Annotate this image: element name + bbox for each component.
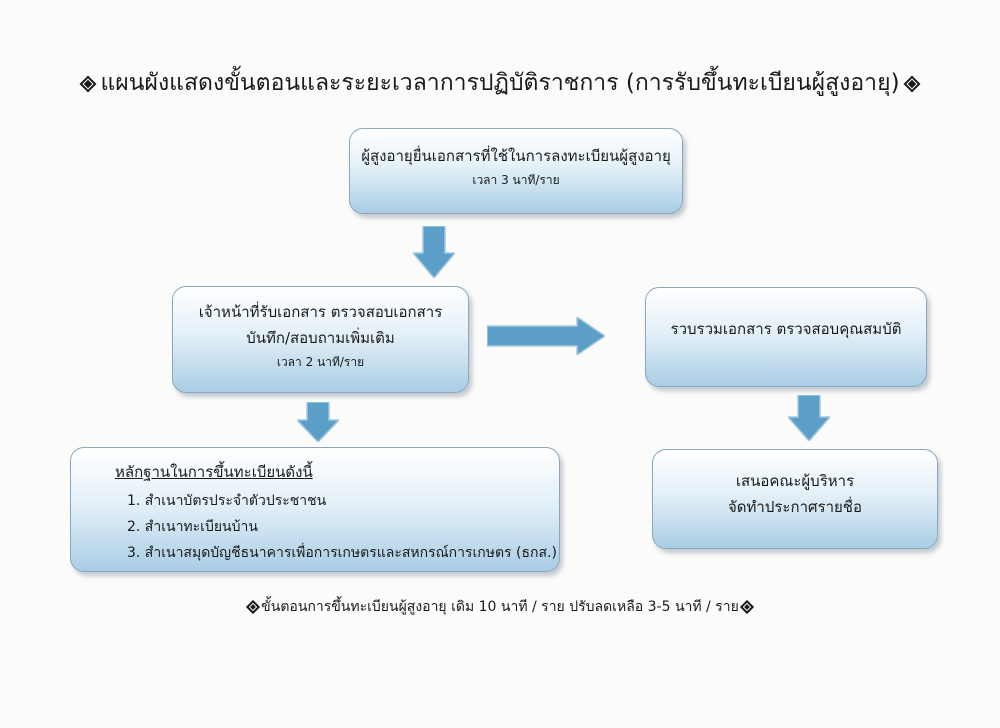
- footer-note: ขั้นตอนการขึ้นทะเบียนผู้สูงอายุ เดิม 10 …: [100, 596, 900, 618]
- step-collect-text: รวบรวมเอกสาร ตรวจสอบคุณสมบัติ: [670, 320, 902, 338]
- step-officer-line2: บันทึก/สอบถามเพิ่มเติม: [246, 329, 395, 347]
- step-officer-check: เจ้าหน้าที่รับเอกสาร ตรวจสอบเอกสาร บันทึ…: [172, 286, 469, 393]
- step-propose-line1: เสนอคณะผู้บริหาร: [735, 472, 855, 490]
- evidence-title: หลักฐานในการขึ้นทะเบียนดังนี้: [115, 463, 313, 481]
- diamond-icon: [741, 601, 753, 613]
- step-submit-documents: ผู้สูงอายุยื่นเอกสารที่ใช้ในการลงทะเบียน…: [349, 128, 683, 214]
- step-submit-time: เวลา 3 นาที/ราย: [472, 173, 560, 187]
- evidence-item: 1. สำเนาบัตรประจำตัวประชาชน: [127, 493, 327, 509]
- arrow-down-icon: [413, 226, 455, 278]
- evidence-list-box: หลักฐานในการขึ้นทะเบียนดังนี้ 1. สำเนาบั…: [70, 447, 560, 572]
- step-propose-line2: จัดทำประกาศรายชื่อ: [728, 498, 862, 516]
- diamond-icon: [247, 601, 259, 613]
- footer-text: ขั้นตอนการขึ้นทะเบียนผู้สูงอายุ เดิม 10 …: [261, 599, 739, 615]
- step-propose-announce: เสนอคณะผู้บริหาร จัดทำประกาศรายชื่อ: [652, 449, 938, 549]
- arrow-right-icon: [487, 317, 605, 355]
- page-title: แผนผังแสดงขั้นตอนและระยะเวลาการปฏิบัติรา…: [60, 66, 940, 100]
- page-title-text: แผนผังแสดงขั้นตอนและระยะเวลาการปฏิบัติรา…: [100, 70, 900, 96]
- evidence-list: 1. สำเนาบัตรประจำตัวประชาชน 2. สำเนาทะเบ…: [115, 488, 559, 566]
- evidence-item: 3. สำเนาสมุดบัญชีธนาคารเพื่อการเกษตรและส…: [127, 545, 557, 561]
- arrow-down-icon: [297, 402, 339, 442]
- diamond-icon: [80, 76, 96, 92]
- step-officer-time: เวลา 2 นาที/ราย: [276, 355, 365, 369]
- step-officer-line1: เจ้าหน้าที่รับเอกสาร ตรวจสอบเอกสาร: [198, 303, 443, 321]
- evidence-item: 2. สำเนาทะเบียนบ้าน: [127, 519, 258, 535]
- step-submit-text: ผู้สูงอายุยื่นเอกสารที่ใช้ในการลงทะเบียน…: [361, 147, 671, 165]
- step-collect-documents: รวบรวมเอกสาร ตรวจสอบคุณสมบัติ: [645, 287, 927, 387]
- arrow-down-icon: [788, 395, 830, 441]
- diamond-icon: [904, 76, 920, 92]
